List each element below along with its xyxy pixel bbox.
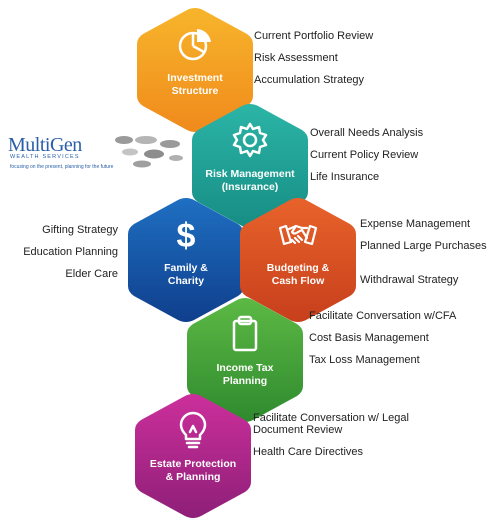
estate-items: Facilitate Conversation w/ Legal Documen…	[253, 412, 433, 468]
pie-chart-icon	[178, 29, 211, 61]
budgeting-items: Expense Management Planned Large Purchas…	[360, 218, 496, 296]
logo-dots-icon	[115, 136, 183, 168]
hex-label: Budgeting &Cash Flow	[266, 262, 330, 288]
lightbulb-icon	[179, 411, 207, 449]
risk-items: Overall Needs Analysis Current Policy Re…	[310, 127, 490, 193]
list-item: Life Insurance	[310, 171, 380, 183]
investment-items: Current Portfolio Review Risk Assessment…	[254, 30, 464, 96]
logo-tagline: focusing on the present, planning for th…	[10, 164, 114, 170]
logo-subtitle: WEALTH SERVICES	[10, 154, 80, 160]
hex-estate-protection: Estate Protection& Planning	[133, 392, 253, 520]
hex-label: Family &Charity	[164, 262, 208, 288]
list-item: Elder Care	[65, 268, 118, 280]
hex-label: Risk Management(Insurance)	[205, 168, 295, 194]
hex-family-charity: $ Family &Charity	[126, 196, 246, 324]
list-item: Planned Large Purchases	[360, 240, 487, 252]
list-item: Accumulation Strategy	[254, 74, 365, 86]
family-items: Gifting Strategy Education Planning Elde…	[0, 224, 118, 290]
svg-text:$: $	[177, 217, 196, 254]
list-item: Risk Assessment	[254, 52, 338, 64]
hex-risk-management: Risk Management(Insurance)	[190, 102, 310, 230]
dollar-icon: $	[177, 217, 196, 254]
list-item: Cost Basis Management	[309, 332, 429, 344]
list-item: Withdrawal Strategy	[360, 274, 459, 286]
tax-items: Facilitate Conversation w/CFA Cost Basis…	[309, 310, 497, 376]
list-item: Current Portfolio Review	[254, 30, 374, 42]
gear-icon	[232, 122, 268, 158]
list-item: Gifting Strategy	[42, 224, 118, 236]
handshake-icon	[278, 224, 318, 246]
hex-label: Estate Protection& Planning	[149, 458, 237, 484]
list-item: Education Planning	[23, 246, 118, 258]
multigen-logo: MultiGen WEALTH SERVICES focusing on the…	[8, 134, 188, 178]
list-item: Facilitate Conversation w/ Legal Documen…	[253, 412, 409, 436]
hex-budgeting-cash-flow: Budgeting &Cash Flow	[238, 196, 358, 324]
logo-brand: MultiGen	[8, 134, 82, 156]
list-item: Health Care Directives	[253, 446, 364, 458]
list-item: Facilitate Conversation w/CFA	[309, 310, 457, 322]
list-item: Overall Needs Analysis	[310, 127, 424, 139]
list-item: Expense Management	[360, 218, 471, 230]
clipboard-icon	[232, 315, 258, 352]
list-item: Current Policy Review	[310, 149, 419, 161]
list-item: Tax Loss Management	[309, 354, 420, 366]
